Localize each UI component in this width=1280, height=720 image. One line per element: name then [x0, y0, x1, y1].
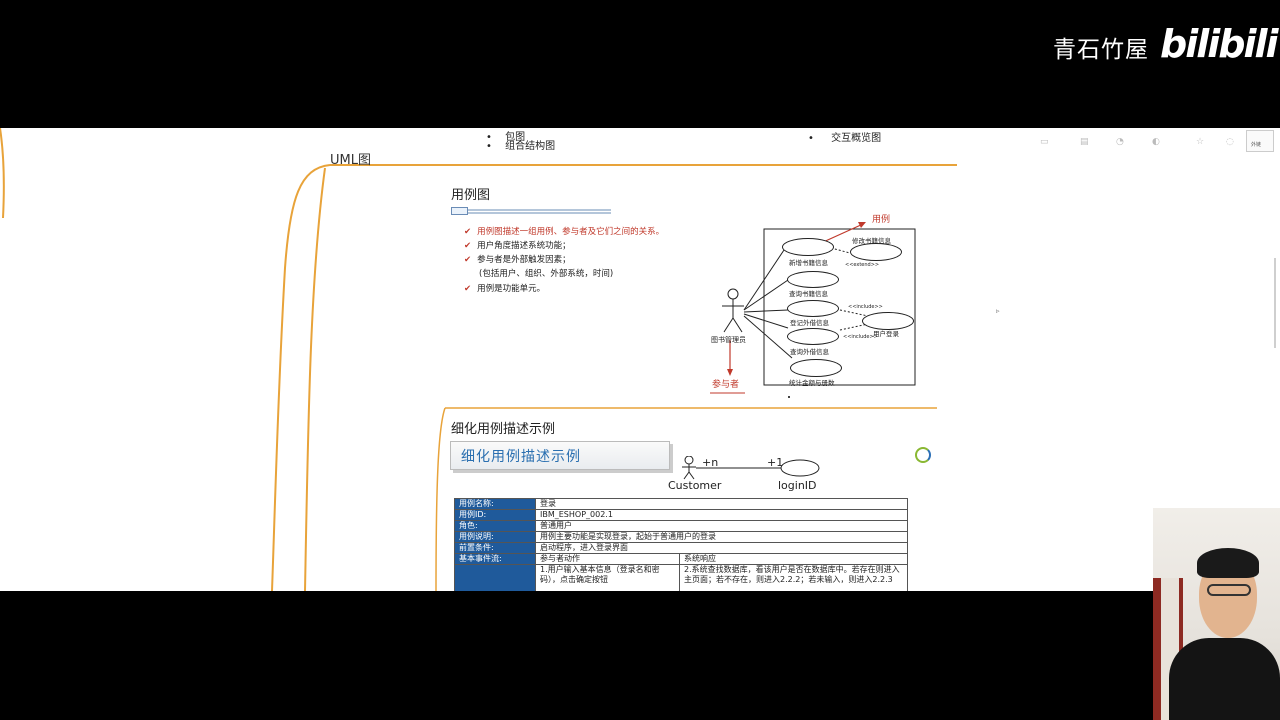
label-query-book: 查询书籍信息: [789, 290, 828, 298]
table-row: 用例ID:IBM_ESHOP_002.1: [454, 509, 908, 521]
check-icon: ✔: [464, 241, 472, 251]
toolbar-icon-5[interactable]: ☆: [1196, 137, 1205, 147]
dot-marker: [788, 396, 790, 398]
mindmap-topic-uml[interactable]: UML图: [330, 153, 371, 168]
glasses-icon: [1207, 584, 1251, 596]
usecase-loginid: loginID: [778, 479, 817, 492]
table-row: 用例名称:登录: [454, 498, 908, 510]
usecase-bullet-4: (包括用户、组织、外部系统，时间): [479, 269, 614, 279]
bilibili-logo: bilibili: [1160, 22, 1279, 66]
usecase-add-book: [782, 238, 834, 256]
usecase-card-title[interactable]: 用例图: [451, 188, 491, 203]
stereotype-extend: <<extend>>: [845, 262, 880, 268]
table-row: 角色:普通用户: [454, 520, 908, 532]
label-query-loan: 查询外借信息: [790, 348, 829, 356]
usecase-bullet-2: ✔用户角度描述系统功能；: [464, 241, 571, 251]
check-icon: ✔: [464, 227, 472, 237]
table-row: 前置条件:启动程序，进入登录界面: [454, 542, 908, 554]
tip-button[interactable]: 外链: [1246, 130, 1274, 152]
channel-watermark: 青石竹屋: [1053, 37, 1149, 63]
toolbar-icon-4[interactable]: ◐: [1152, 137, 1160, 147]
mindmap-item-interaction[interactable]: • 交互概览图: [808, 133, 882, 144]
title-underline-bar: [451, 207, 611, 215]
table-row: 基本事件流:参与者动作系统响应: [454, 553, 908, 565]
person-hair: [1197, 548, 1259, 578]
label-stats: 统计金额与册数: [789, 379, 835, 387]
table-row: 用例说明:用例主要功能是实现登录，起始于普通用户的登录: [454, 531, 908, 543]
actor-name: 图书管理员: [711, 336, 746, 344]
usecase-login: [862, 312, 914, 330]
usecase-bullet-5: ✔用例是功能单元。: [464, 284, 546, 294]
toolbar-icon-2[interactable]: ▤: [1080, 137, 1089, 147]
actor-customer: Customer: [668, 479, 722, 492]
mindmap-branches: [0, 128, 1276, 591]
label-login: 用户登录: [873, 330, 899, 338]
usecase-edit-book: [850, 243, 902, 261]
usecase-query-book: [787, 271, 839, 288]
check-icon: ✔: [464, 284, 472, 294]
callout-usecase: 用例: [872, 215, 891, 225]
mouse-cursor-icon: ▹: [996, 307, 1000, 315]
usecase-bullet-3: ✔参与者是外部触发因素；: [464, 255, 571, 265]
stereotype-include-1: <<include>>: [848, 304, 883, 310]
label-edit-book: 修改书籍信息: [852, 237, 891, 245]
usecase-spec-table: 用例名称:登录 用例ID:IBM_ESHOP_002.1 角色:普通用户 用例说…: [454, 498, 908, 591]
link-icon[interactable]: [915, 447, 931, 463]
label-register-loan: 登记外借信息: [790, 319, 829, 327]
stereotype-include-2: <<include>>: [843, 334, 878, 340]
mindmap-item-composite[interactable]: • 组合结构图: [486, 141, 556, 152]
left-multiplicity: +n: [702, 456, 719, 469]
check-icon: ✔: [464, 255, 472, 265]
mindmap-canvas[interactable]: • 包图 • 组合结构图 • 交互概览图 UML图 ▭ ▤ ◔ ◐ ☆ ◌ 外链…: [0, 128, 1280, 591]
assoc-diagram: [682, 456, 820, 480]
toolbar-icon-3[interactable]: ◔: [1116, 137, 1124, 147]
detail-banner: 细化用例描述示例: [450, 441, 670, 470]
usecase-register-loan: [787, 300, 839, 317]
label-add-book: 新增书籍信息: [789, 259, 828, 267]
webcam-overlay: [1153, 508, 1280, 720]
usecase-bullet-1: ✔用例图描述一组用例、参与者及它们之间的关系。: [464, 227, 665, 237]
usecase-query-loan: [787, 328, 839, 345]
right-multiplicity: +1: [767, 456, 784, 469]
toolbar-icon-1[interactable]: ▭: [1040, 137, 1049, 147]
usecase-stats: [790, 359, 842, 377]
detail-card-title[interactable]: 细化用例描述示例: [451, 422, 556, 437]
callout-actor: 参与者: [712, 380, 740, 390]
mindmap-item-package[interactable]: • 包图: [486, 132, 526, 143]
toolbar-icon-6[interactable]: ◌: [1226, 137, 1234, 147]
person-shirt: [1169, 638, 1280, 720]
